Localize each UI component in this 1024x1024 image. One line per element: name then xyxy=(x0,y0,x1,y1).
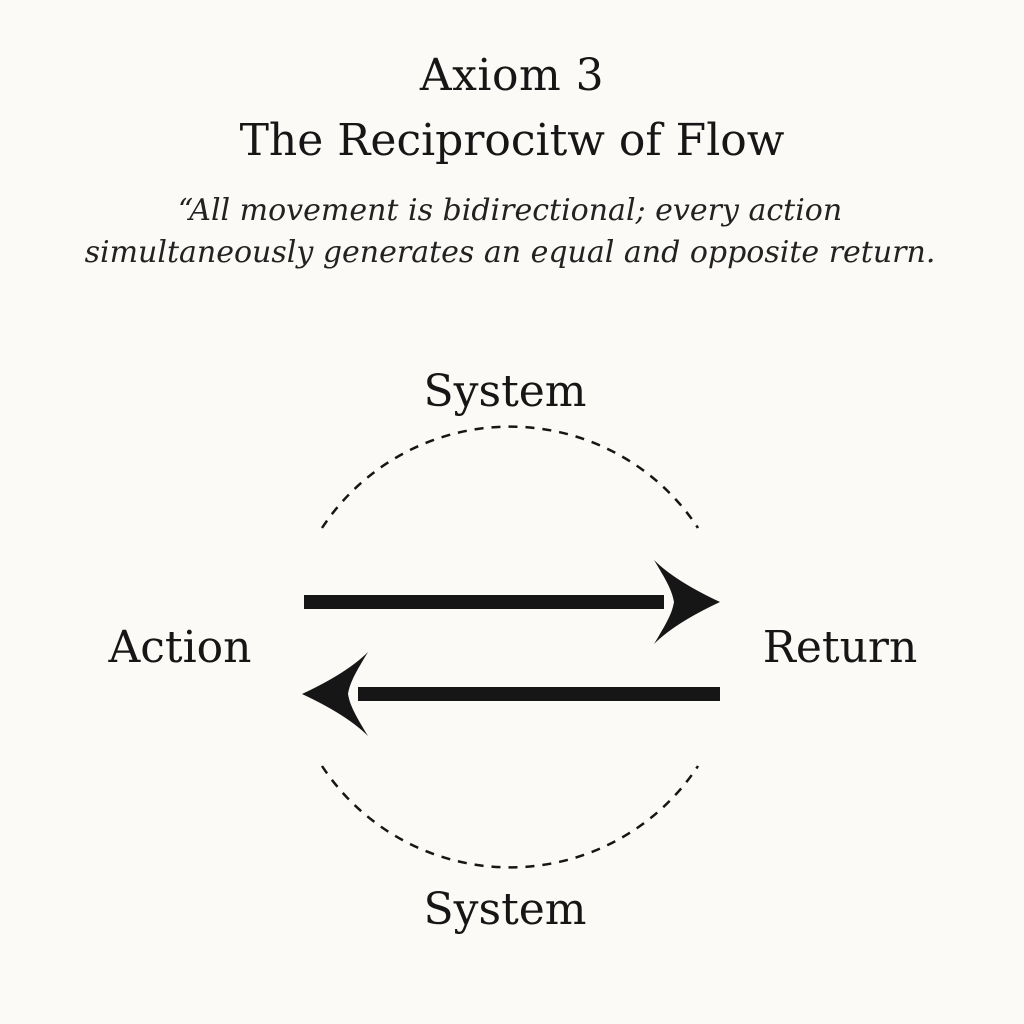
arrow-head-forward xyxy=(654,560,720,644)
node-label-system-bottom: System xyxy=(423,884,587,935)
node-label-return: Return xyxy=(762,622,918,673)
arrow-head-backward xyxy=(302,652,368,736)
system-arc-top xyxy=(320,425,700,529)
node-label-system-top: System xyxy=(423,366,587,417)
axiom-quote: “All movement is bidirectional; every ac… xyxy=(84,193,936,270)
node-label-action: Action xyxy=(108,622,252,673)
axiom-subtitle: The Reciprocitw of Flow xyxy=(239,115,785,166)
arrow-action-to-return xyxy=(304,560,720,644)
arrow-return-to-action xyxy=(302,652,720,736)
axiom-title: Axiom 3 xyxy=(419,50,605,101)
arrow-shaft-backward xyxy=(358,687,720,701)
arrow-shaft-forward xyxy=(304,595,664,609)
system-arc-bottom xyxy=(320,765,700,869)
